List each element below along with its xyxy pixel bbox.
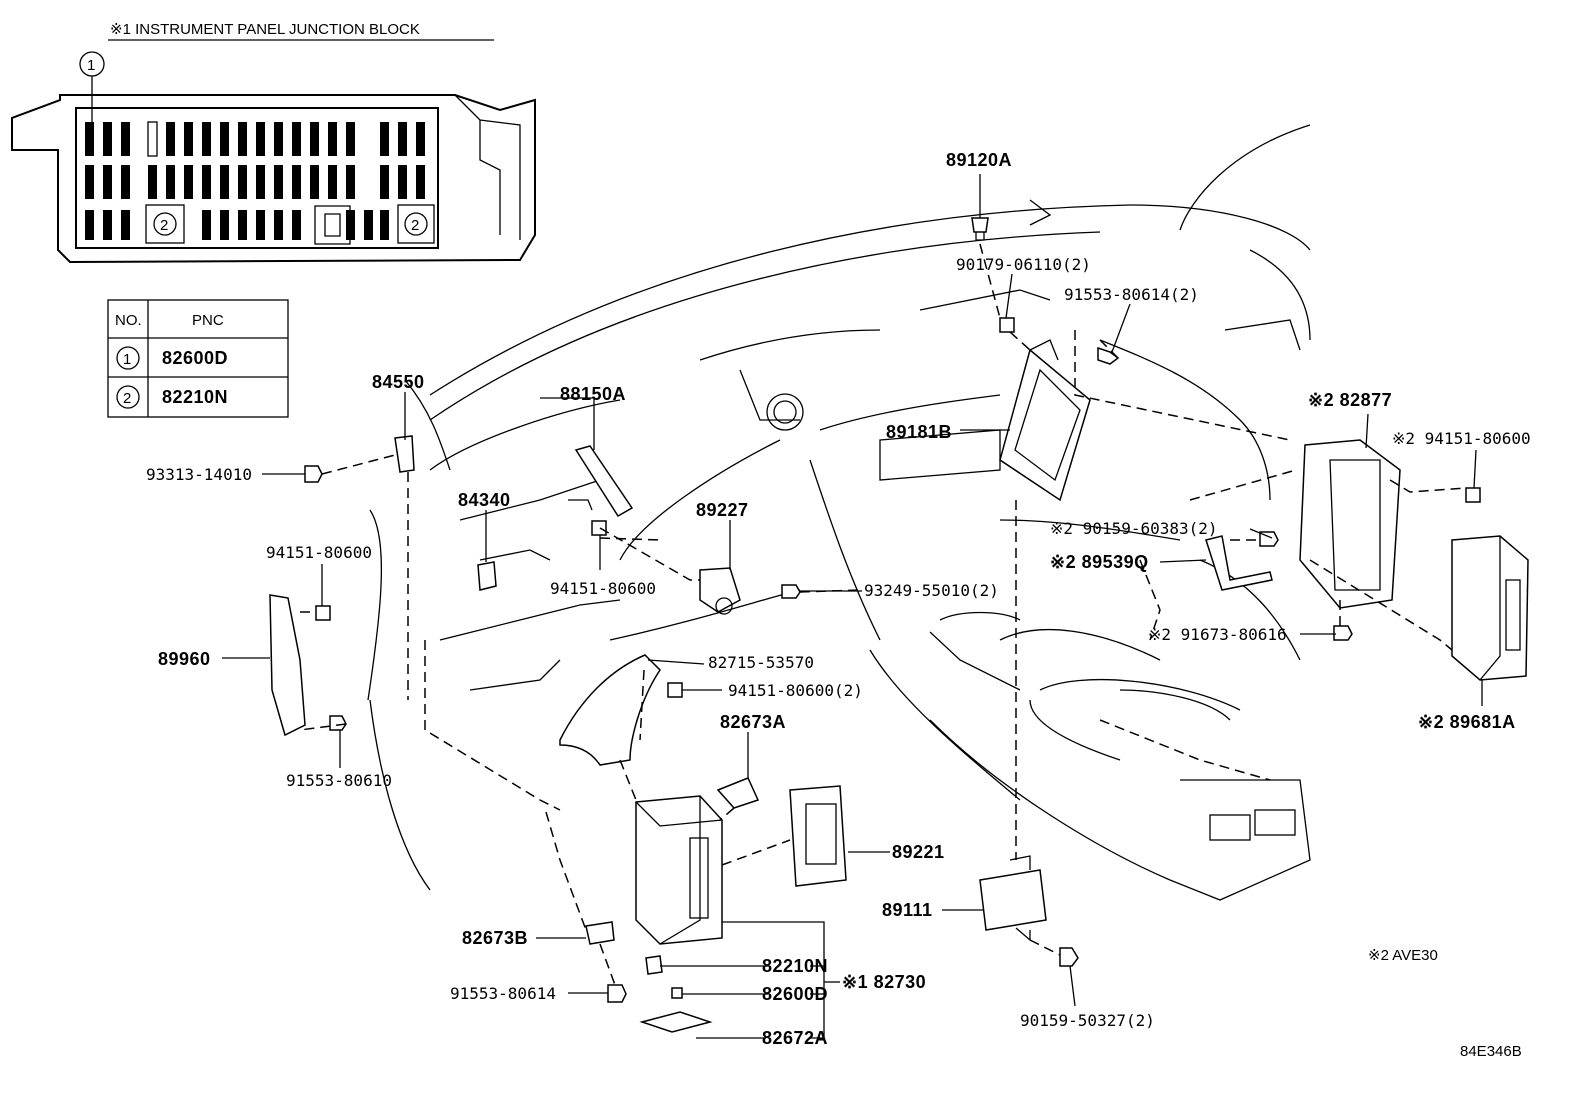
- part-label-82877: ※2 82877: [1308, 390, 1392, 410]
- junction-block-inset: ※1 INSTRUMENT PANEL JUNCTION BLOCK: [11, 21, 536, 264]
- part-label-90159-60383: ※2 90159-60383(2): [1050, 519, 1218, 538]
- dashboard-outline: [367, 124, 1311, 901]
- part-label-91553-80614-bottom: 91553-80614: [450, 984, 556, 1003]
- part-label-93313-14010: 93313-14010: [146, 465, 252, 484]
- part-label-89181b: 89181B: [886, 422, 952, 442]
- part-label-94151-80600-2: 94151-80600(2): [728, 681, 863, 700]
- part-label-91553-80610: 91553-80610: [286, 771, 392, 790]
- part-label-90179-06110: 90179-06110(2): [956, 255, 1091, 274]
- legend-header-no: NO.: [115, 312, 142, 329]
- part-label-94151-80600-right: ※2 94151-80600: [1392, 429, 1531, 448]
- part-label-93249-55010: 93249-55010(2): [864, 581, 999, 600]
- part-label-94151-80600-mid: 94151-80600: [550, 579, 656, 598]
- legend-row-2-pnc: 82210N: [162, 387, 228, 407]
- part-label-89111: 89111: [882, 900, 933, 920]
- part-label-82672a: 82672A: [762, 1028, 828, 1048]
- fuse-row-1: [85, 121, 425, 157]
- assembly-dashed-lines: [299, 243, 1467, 986]
- part-label-89227: 89227: [696, 500, 749, 520]
- part-label-89960: 89960: [158, 649, 211, 669]
- block-callout-2-right: 2: [411, 217, 419, 234]
- part-label-82715-53570: 82715-53570: [708, 653, 814, 672]
- drawing-id: 84E346B: [1460, 1043, 1522, 1060]
- part-label-84550: 84550: [372, 372, 425, 392]
- part-label-82730: ※1 82730: [842, 972, 926, 992]
- legend-row-1-no: 1: [123, 351, 131, 368]
- part-label-89120a: 89120A: [946, 150, 1012, 170]
- part-label-88150a: 88150A: [560, 384, 626, 404]
- part-label-84340: 84340: [458, 490, 511, 510]
- part-label-91553-80614-top: 91553-80614(2): [1064, 285, 1199, 304]
- part-label-82600d: 82600D: [762, 984, 828, 1004]
- pnc-legend-table: NO. PNC 1 82600D 2 82210N: [107, 299, 289, 418]
- legend-row-2-no: 2: [123, 390, 131, 407]
- part-label-82673a: 82673A: [720, 712, 786, 732]
- part-label-82210n: 82210N: [762, 956, 828, 976]
- part-glyphs: [269, 217, 1529, 1033]
- part-labels: 89120A 90179-06110(2) 91553-80614(2) 845…: [146, 150, 1531, 1048]
- leader-lines: [222, 174, 1483, 1039]
- fuse-row-3: [85, 210, 389, 240]
- note-ave30: ※2 AVE30: [1368, 947, 1438, 964]
- part-label-94151-80600-left: 94151-80600: [266, 543, 372, 562]
- part-label-82673b: 82673B: [462, 928, 528, 948]
- part-label-91673-80616: ※2 91673-80616: [1148, 625, 1287, 644]
- part-label-90159-50327: 90159-50327(2): [1020, 1011, 1155, 1030]
- legend-header-pnc: PNC: [192, 312, 224, 329]
- part-label-89221: 89221: [892, 842, 945, 862]
- part-label-89681a: ※2 89681A: [1418, 712, 1516, 732]
- block-title: ※1 INSTRUMENT PANEL JUNCTION BLOCK: [110, 21, 420, 38]
- part-label-89539q: ※2 89539Q: [1050, 552, 1149, 572]
- legend-row-1-pnc: 82600D: [162, 348, 228, 368]
- fuse-row-2: [85, 165, 425, 199]
- block-callout-2-left: 2: [160, 217, 168, 234]
- block-callout-1: 1: [87, 57, 95, 74]
